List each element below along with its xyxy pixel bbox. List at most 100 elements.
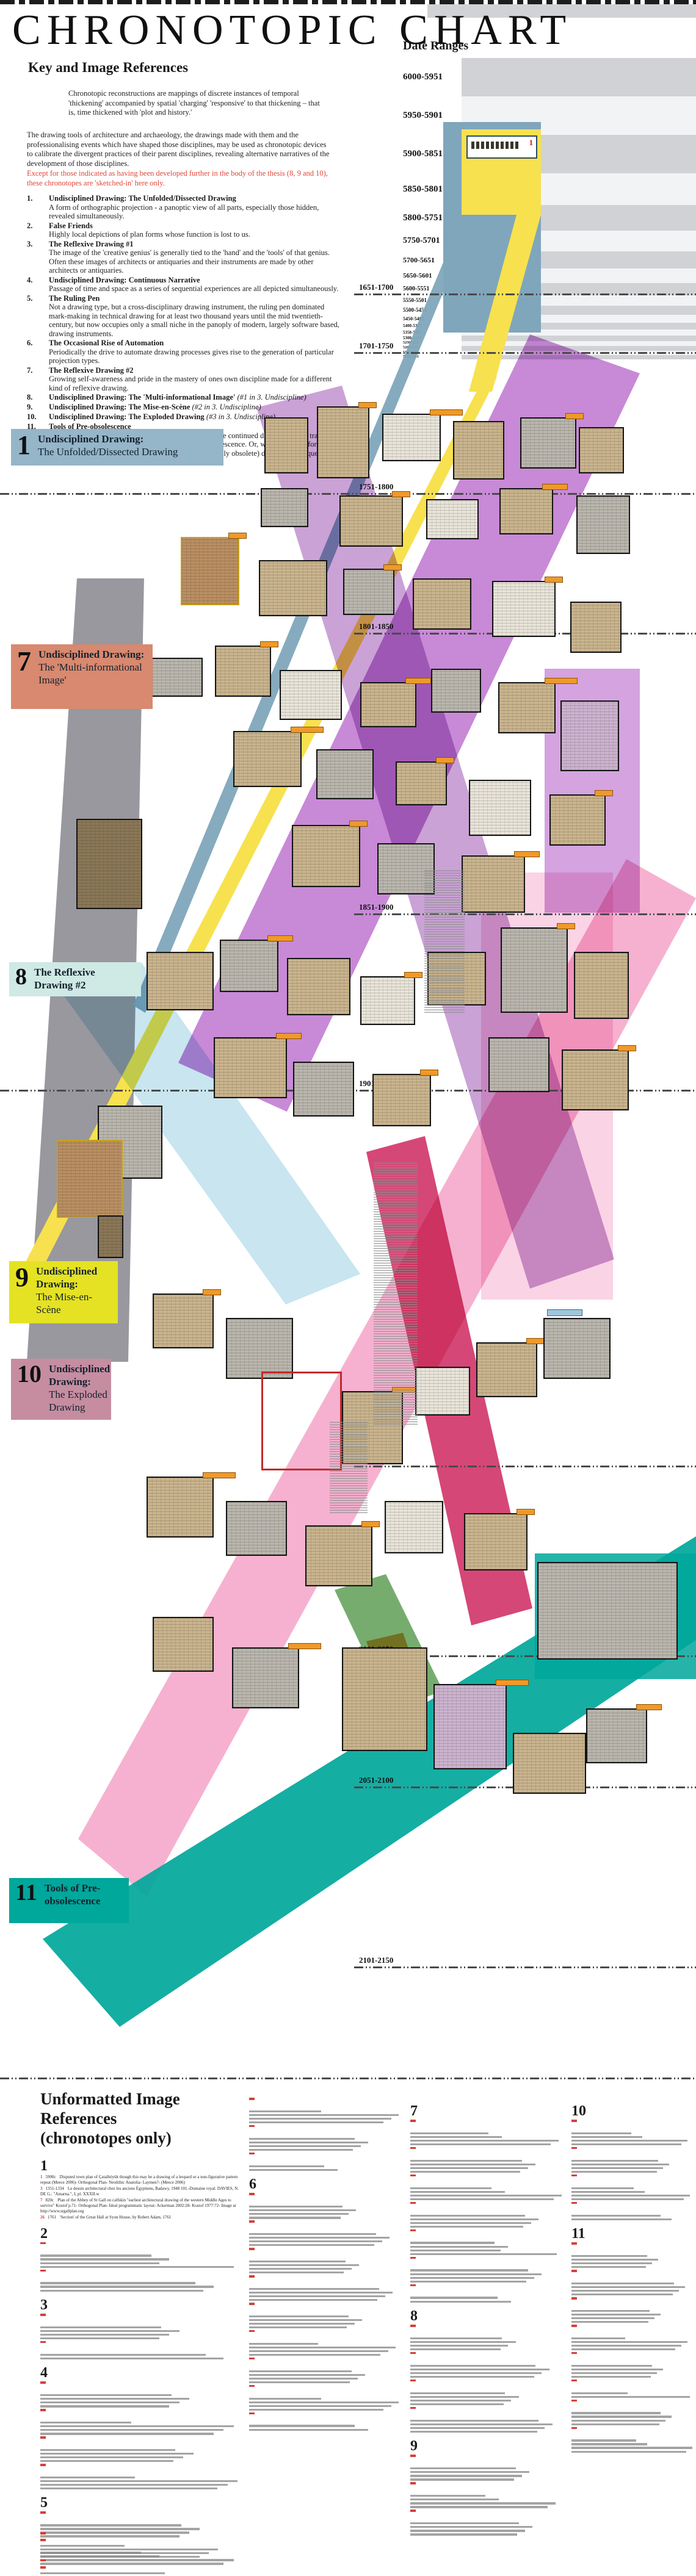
unreadable-reference-line [410, 2533, 517, 2536]
date-tag-chip [228, 533, 247, 539]
micro-annotation-column [424, 869, 465, 1013]
thumbnail [215, 646, 271, 697]
reference-key-mark [249, 2220, 255, 2223]
unreadable-reference-line [410, 2273, 542, 2276]
reference-key-mark [410, 2482, 416, 2484]
milestone-label: 1651-1700 [359, 282, 394, 292]
date-band-label: 5850-5801 [403, 184, 443, 194]
reference-key-mark [40, 2381, 46, 2384]
unreadable-reference-line [40, 2459, 173, 2463]
key-item-body: Undisciplined Drawing: The 'Multi-inform… [49, 393, 344, 402]
unreadable-reference-line [410, 2245, 508, 2248]
date-band [462, 336, 696, 341]
unreadable-reference-line [410, 2392, 505, 2395]
section-number: 7 [17, 646, 31, 677]
unreadable-reference-line [571, 2320, 648, 2323]
thumbnail [476, 1342, 537, 1397]
unreadable-reference-line [40, 2456, 184, 2459]
date-tag-chip [545, 577, 563, 583]
milestone-label: 1851-1900 [359, 902, 394, 912]
thumbnail [98, 1215, 123, 1258]
reference-key-mark [40, 2559, 46, 2562]
unreadable-reference-line [571, 2443, 647, 2445]
section-title: Undisciplined Drawing:The Mise-en-Scène [36, 1265, 112, 1316]
thumbnail [287, 958, 350, 1015]
unreadable-reference-line [410, 2139, 559, 2142]
reference-key-mark [410, 2201, 416, 2204]
date-band [462, 295, 696, 306]
unreadable-reference-line [249, 2117, 391, 2120]
key-item-number: 6. [27, 339, 33, 347]
unreadable-reference-line [571, 2313, 661, 2316]
unreadable-reference-line [410, 2399, 511, 2402]
reference-key-mark [410, 2120, 416, 2122]
reference-key-mark [249, 2412, 255, 2415]
thumbnail [153, 1293, 214, 1348]
unreadable-reference-line [249, 2381, 350, 2384]
unreadable-reference-line [249, 2141, 368, 2144]
reference-key-mark [40, 2539, 46, 2541]
date-tag-chip [203, 1472, 236, 1478]
unreadable-reference-line [410, 2395, 519, 2398]
unreadable-reference-line [571, 2286, 685, 2289]
unreadable-reference-line [571, 2392, 628, 2395]
unreadable-reference-line [249, 2217, 341, 2219]
milestone-dashed-line [354, 1466, 696, 1467]
references-heading: Unformatted Image References (chronotope… [40, 2089, 248, 2148]
unreadable-reference-line [410, 2348, 501, 2351]
unreadable-reference-line [571, 2139, 687, 2142]
date-tag-chip [496, 1680, 529, 1686]
thumbnail [562, 1049, 629, 1110]
unreadable-reference-line [40, 2544, 125, 2547]
reference-key-mark [249, 2152, 255, 2155]
key-item-number: 8. [27, 393, 33, 401]
section-title: Undisciplined Drawing:The Unfolded/Disse… [38, 433, 178, 458]
reference-entry-text: Plan of the Abbey of St Gall on calfskin… [40, 2198, 236, 2214]
reference-entry-key: 26 [40, 2215, 45, 2220]
key-item: 1.Undisciplined Drawing: The Unfolded/Di… [27, 194, 344, 221]
unreadable-reference-line [249, 2236, 390, 2239]
reference-key-mark [249, 2384, 255, 2387]
thumbnail [220, 940, 278, 992]
unreadable-reference-line [571, 2395, 690, 2398]
unreadable-reference-line [249, 2401, 399, 2404]
reference-key-mark [571, 2174, 577, 2177]
unreadable-reference-line [249, 2405, 391, 2408]
unreadable-reference-line [571, 2416, 672, 2418]
thumbnail [586, 1708, 647, 1763]
section-title-line2: The Unfolded/Dissected Drawing [38, 446, 178, 458]
date-band-label: 5800-5751 [403, 212, 443, 223]
unreadable-reference-line [571, 2289, 679, 2292]
unreadable-reference-line [571, 2135, 642, 2139]
unreadable-reference-line [40, 2572, 165, 2575]
reference-group-number: 2 [40, 2225, 48, 2242]
reference-key-mark [40, 2340, 46, 2344]
thumbnail [462, 855, 525, 913]
thumbnail [233, 731, 302, 787]
key-note-red: Except for those indicated as having bee… [27, 169, 328, 187]
date-tag-chip [405, 678, 431, 684]
unreadable-reference-line [40, 2337, 159, 2340]
unreadable-reference-line [410, 2403, 504, 2406]
unreadable-reference-line [410, 2368, 549, 2371]
unreadable-reference-line [249, 2326, 347, 2329]
reference-key-mark [40, 2242, 46, 2245]
date-tag-chip [267, 935, 293, 941]
unreadable-reference-line [40, 2480, 238, 2483]
unreadable-reference-line [571, 2372, 657, 2375]
unreadable-reference-line [249, 2165, 324, 2168]
key-item-number: 1. [27, 194, 33, 203]
unreadable-reference-line [571, 2340, 687, 2344]
unreadable-reference-line [571, 2337, 625, 2340]
reference-group-number: 4 [40, 2365, 48, 2381]
unreadable-reference-line [410, 2498, 499, 2501]
unreadable-reference-line [249, 2342, 318, 2345]
